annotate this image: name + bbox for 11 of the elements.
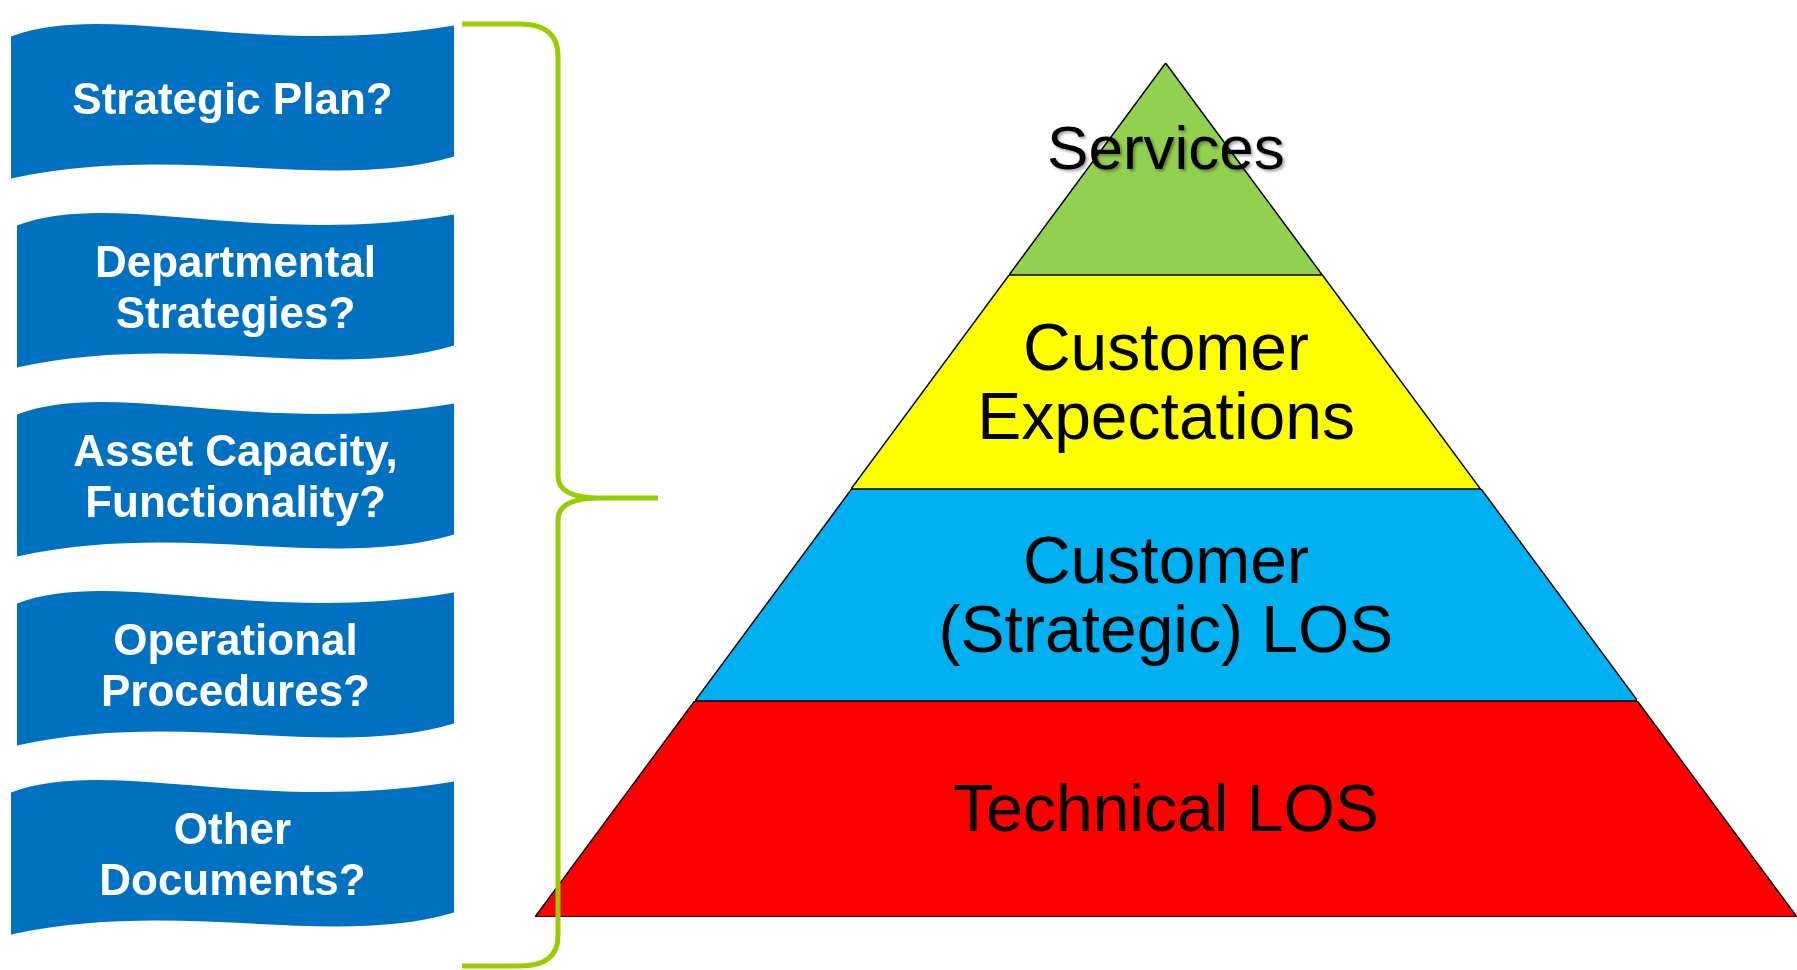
- banner-label: Other Documents?: [98, 804, 367, 906]
- banner-label: Asset Capacity, Functionality?: [72, 426, 399, 528]
- banner-label: Operational Procedures?: [100, 615, 371, 717]
- tier-label: Customer Expectations: [977, 312, 1355, 452]
- tier-label: Customer (Strategic) LOS: [937, 525, 1395, 665]
- pyramid-tier: [535, 701, 1797, 917]
- pyramid-tier: [851, 275, 1481, 489]
- banner-label: Strategic Plan?: [72, 73, 393, 125]
- banner-label: Departmental Strategies?: [93, 237, 378, 339]
- pyramid-tier: [694, 489, 1638, 701]
- tier-label: Technical LOS: [953, 774, 1379, 844]
